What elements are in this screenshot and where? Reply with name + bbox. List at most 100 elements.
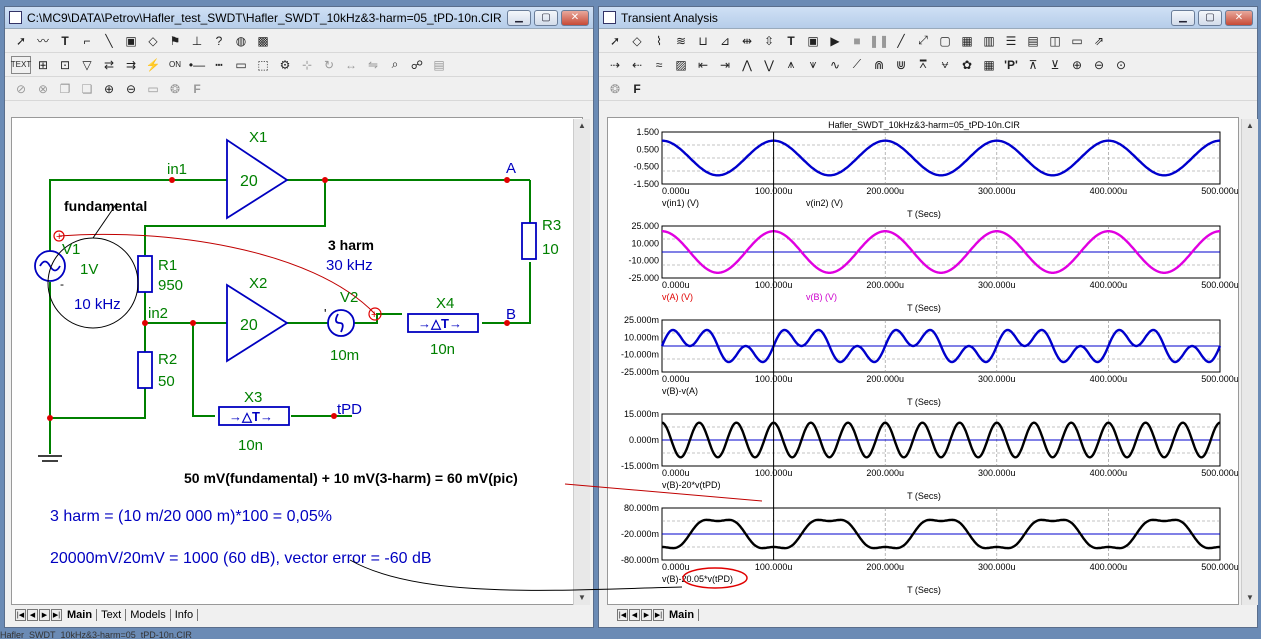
tab-main[interactable]: Main	[63, 609, 98, 621]
r1-resistor[interactable]	[137, 255, 153, 293]
schematic-vscroll[interactable]: ▲ ▼	[573, 119, 590, 605]
chart-icon[interactable]: ▨	[675, 57, 687, 72]
minor-grid-icon[interactable]: ▤	[1027, 33, 1039, 48]
copy-icon[interactable]: ❐	[59, 81, 71, 96]
graphics-icon[interactable]: ◇	[148, 33, 158, 48]
tag-delete-icon[interactable]: ⊻	[1050, 57, 1060, 72]
align-icon[interactable]: ⊹	[301, 57, 313, 72]
tab-models[interactable]: Models	[126, 609, 171, 621]
plot-area[interactable]: Hafler_SWDT_10kHz&3-harm=05_tPD-10n.CIR …	[607, 117, 1239, 605]
first-page-icon[interactable]: |◀	[15, 609, 26, 621]
analysis-minimize-button[interactable]: ▁	[1171, 9, 1195, 26]
column-icon[interactable]: ◫	[1049, 33, 1061, 48]
scroll-up-icon[interactable]: ▲	[578, 121, 586, 130]
line-icon[interactable]: ╱	[897, 33, 905, 48]
text-toggle-icon[interactable]: TEXT	[11, 55, 31, 74]
point-tag-icon[interactable]: ⊿	[719, 33, 731, 48]
border-icon[interactable]: ▭	[235, 57, 247, 72]
dotted-icon[interactable]: ┅	[215, 57, 223, 72]
analysis-zoom-in-icon[interactable]: ⊕	[1071, 57, 1083, 72]
stop-icon[interactable]: ⊘	[15, 81, 27, 96]
function-icon[interactable]: F	[193, 81, 201, 96]
close-button[interactable]: ✕	[561, 9, 589, 26]
top-icon[interactable]: ⩞	[919, 57, 927, 71]
props-icon[interactable]: ▣	[807, 33, 819, 48]
window-icon[interactable]: ▢	[939, 33, 951, 48]
on-icon[interactable]: ON	[169, 60, 181, 69]
cancel-icon[interactable]: ⊗	[37, 81, 49, 96]
slope-icon[interactable]: ⟋	[852, 57, 862, 71]
r2-resistor[interactable]	[137, 351, 153, 389]
mirror-icon[interactable]: ⇋	[367, 57, 379, 72]
pin-icon[interactable]: ⊥	[191, 33, 203, 48]
plot-scroll-down-icon[interactable]: ▼	[1246, 593, 1254, 602]
page-icon[interactable]: ▤	[433, 57, 445, 72]
scale-icon[interactable]: ◇	[632, 33, 642, 48]
prev-page-icon[interactable]: ◀	[27, 609, 38, 621]
wave-icon[interactable]: ≋	[675, 33, 687, 48]
horz-tag-icon[interactable]: ⇹	[741, 33, 753, 48]
attribute-icon[interactable]: ⊡	[59, 57, 71, 72]
help-icon[interactable]: ?	[215, 33, 223, 48]
analysis-tab-main[interactable]: Main	[665, 609, 700, 621]
trend-icon[interactable]: ⇗	[1093, 33, 1105, 48]
cursor-right-icon[interactable]: ⇥	[719, 57, 731, 72]
graph-icon[interactable]: ⌇	[656, 33, 662, 48]
lines-icon[interactable]: ☰	[1005, 33, 1017, 48]
global-low-icon[interactable]: ⋓	[895, 57, 907, 72]
info-icon[interactable]: ▩	[257, 33, 269, 48]
component-icon[interactable]: ▣	[125, 33, 137, 48]
peak-find-icon[interactable]: ⋀	[742, 57, 752, 72]
wire-icon[interactable]: 〰	[36, 34, 49, 48]
properties-icon[interactable]: ⚙	[279, 57, 291, 72]
maximize-button[interactable]: ▢	[534, 9, 558, 26]
plot-scroll-up-icon[interactable]: ▲	[1246, 121, 1254, 130]
find-icon[interactable]: ⌕	[391, 57, 399, 71]
analysis-zoom-out-icon[interactable]: ⊖	[1093, 57, 1105, 72]
flip-icon[interactable]: ↔	[345, 57, 357, 72]
schematic-titlebar[interactable]: C:\MC9\DATA\Petrov\Hafler_test_SWDT\Hafl…	[5, 7, 593, 29]
analysis-close-button[interactable]: ✕	[1225, 9, 1253, 26]
x1-amplifier[interactable]	[226, 138, 289, 220]
power-icon[interactable]: ⚡	[145, 57, 161, 72]
x3-delay[interactable]	[218, 406, 290, 426]
analysis-probe-icon[interactable]: ❂	[609, 81, 621, 96]
select-icon[interactable]: ➚	[609, 33, 621, 48]
tag-select-icon[interactable]: ⊼	[1028, 57, 1038, 72]
scroll-down-icon[interactable]: ▼	[578, 593, 586, 602]
cursor-left-icon[interactable]: ⇤	[697, 57, 709, 72]
select-mode-icon[interactable]: ⬚	[257, 57, 269, 72]
vert-tag-icon[interactable]: ⇳	[763, 33, 775, 48]
analysis-titlebar[interactable]: Transient Analysis ▁ ▢ ✕	[599, 7, 1257, 29]
flag-icon[interactable]: ⚑	[169, 33, 181, 48]
current-icon[interactable]: ⇉	[125, 57, 137, 72]
low-icon[interactable]: ⩛	[809, 57, 817, 71]
globe-icon[interactable]: ◍	[235, 33, 247, 48]
paste-icon[interactable]: ❏	[81, 81, 93, 96]
tab-info[interactable]: Info	[171, 609, 199, 621]
schematic-canvas[interactable]: →△T→ →△T→ + + ' - in1 in2 A B tPD X1 20 …	[11, 117, 583, 605]
table-icon[interactable]: ▦	[983, 57, 995, 72]
node-numbers-icon[interactable]: ⊞	[37, 57, 49, 72]
diagonal-wire-icon[interactable]: ╲	[105, 33, 113, 48]
curve-icon[interactable]: ⤢	[918, 33, 928, 47]
analysis-function-icon[interactable]: F	[633, 81, 641, 96]
inflect-icon[interactable]: ∿	[829, 57, 841, 72]
trace-icon[interactable]: ≈	[655, 57, 663, 72]
grid-icon[interactable]: ⇄	[103, 57, 115, 72]
x2-amplifier[interactable]	[226, 283, 289, 363]
pause-icon[interactable]: ❚❚	[868, 33, 890, 48]
orthogonal-wire-icon[interactable]: ⌐	[83, 33, 91, 48]
plot-first-icon[interactable]: |◀	[617, 609, 628, 621]
x4-delay[interactable]	[407, 313, 479, 333]
grid-toggle-icon[interactable]: ▦	[961, 33, 973, 48]
zoom-in-icon[interactable]: ⊕	[103, 81, 115, 96]
global-high-icon[interactable]: ⋒	[873, 57, 885, 72]
p-key-icon[interactable]: 'P'	[1004, 57, 1018, 72]
stop-run-icon[interactable]: ■	[853, 33, 861, 48]
bottom-icon[interactable]: ⩝	[941, 57, 949, 71]
select-arrow-icon[interactable]: ➚	[15, 33, 27, 48]
rotate-icon[interactable]: ↻	[323, 57, 335, 72]
tag-icon[interactable]: ⊔	[698, 33, 708, 48]
bars-icon[interactable]: ▥	[983, 33, 995, 48]
